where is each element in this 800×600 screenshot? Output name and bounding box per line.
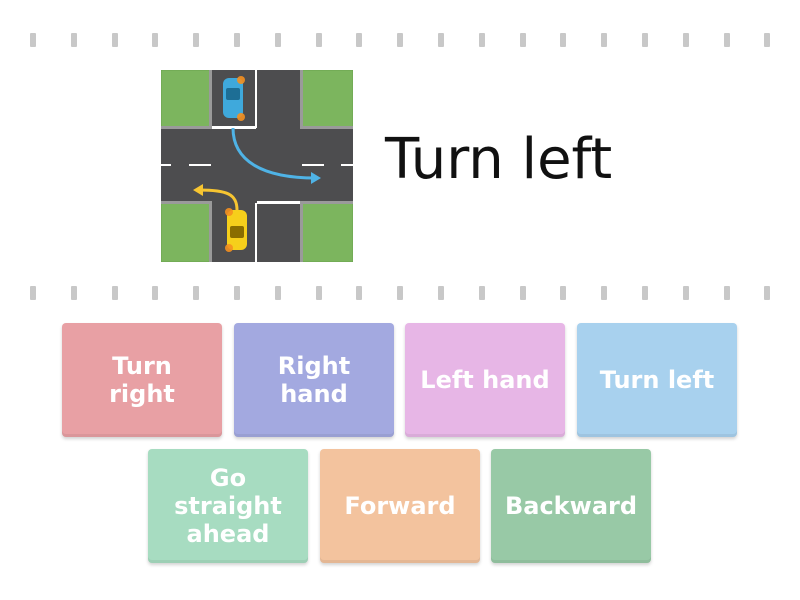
answer-tile-right-hand[interactable]: Right hand <box>234 323 394 437</box>
divider-dash <box>642 286 648 300</box>
answer-tile-forward[interactable]: Forward <box>320 449 480 563</box>
divider-dash <box>275 33 281 47</box>
divider-dash <box>193 33 199 47</box>
divider-dash <box>152 33 158 47</box>
divider-dash <box>642 33 648 47</box>
divider-dash <box>438 33 444 47</box>
divider-dash <box>316 33 322 47</box>
divider-dash <box>560 286 566 300</box>
top-divider <box>0 33 800 47</box>
divider-dash <box>520 33 526 47</box>
prompt-text: Turn left <box>385 127 613 192</box>
answer-tile-turn-right[interactable]: Turn right <box>62 323 222 437</box>
middle-divider <box>0 286 800 300</box>
divider-dash <box>152 286 158 300</box>
answer-tile-turn-left[interactable]: Turn left <box>577 323 737 437</box>
answer-tile-label: Turn right <box>109 352 175 408</box>
divider-dash <box>724 33 730 47</box>
answer-tile-label: Go straight ahead <box>174 464 282 548</box>
answer-tile-label: Left hand <box>420 366 550 394</box>
answer-tile-go-straight-ahead[interactable]: Go straight ahead <box>148 449 308 563</box>
divider-dash <box>112 33 118 47</box>
divider-dash <box>234 33 240 47</box>
divider-dash <box>479 286 485 300</box>
divider-dash <box>520 286 526 300</box>
divider-dash <box>397 33 403 47</box>
answer-tile-label: Forward <box>344 492 456 520</box>
divider-dash <box>112 286 118 300</box>
answer-tile-label: Turn left <box>599 366 715 394</box>
divider-dash <box>275 286 281 300</box>
divider-dash <box>356 286 362 300</box>
divider-dash <box>724 286 730 300</box>
intersection-image <box>160 69 354 263</box>
answer-tile-backward[interactable]: Backward <box>491 449 651 563</box>
divider-dash <box>234 286 240 300</box>
divider-dash <box>764 286 770 300</box>
divider-dash <box>356 33 362 47</box>
divider-dash <box>397 286 403 300</box>
divider-dash <box>30 286 36 300</box>
divider-dash <box>438 286 444 300</box>
divider-dash <box>764 33 770 47</box>
answer-tile-left-hand[interactable]: Left hand <box>405 323 565 437</box>
divider-dash <box>601 33 607 47</box>
divider-dash <box>479 33 485 47</box>
divider-dash <box>71 286 77 300</box>
divider-dash <box>601 286 607 300</box>
divider-dash <box>193 286 199 300</box>
answer-tile-label: Right hand <box>277 352 351 408</box>
divider-dash <box>71 33 77 47</box>
answer-tile-label: Backward <box>504 492 638 520</box>
divider-dash <box>683 286 689 300</box>
divider-dash <box>30 33 36 47</box>
divider-dash <box>560 33 566 47</box>
divider-dash <box>683 33 689 47</box>
divider-dash <box>316 286 322 300</box>
